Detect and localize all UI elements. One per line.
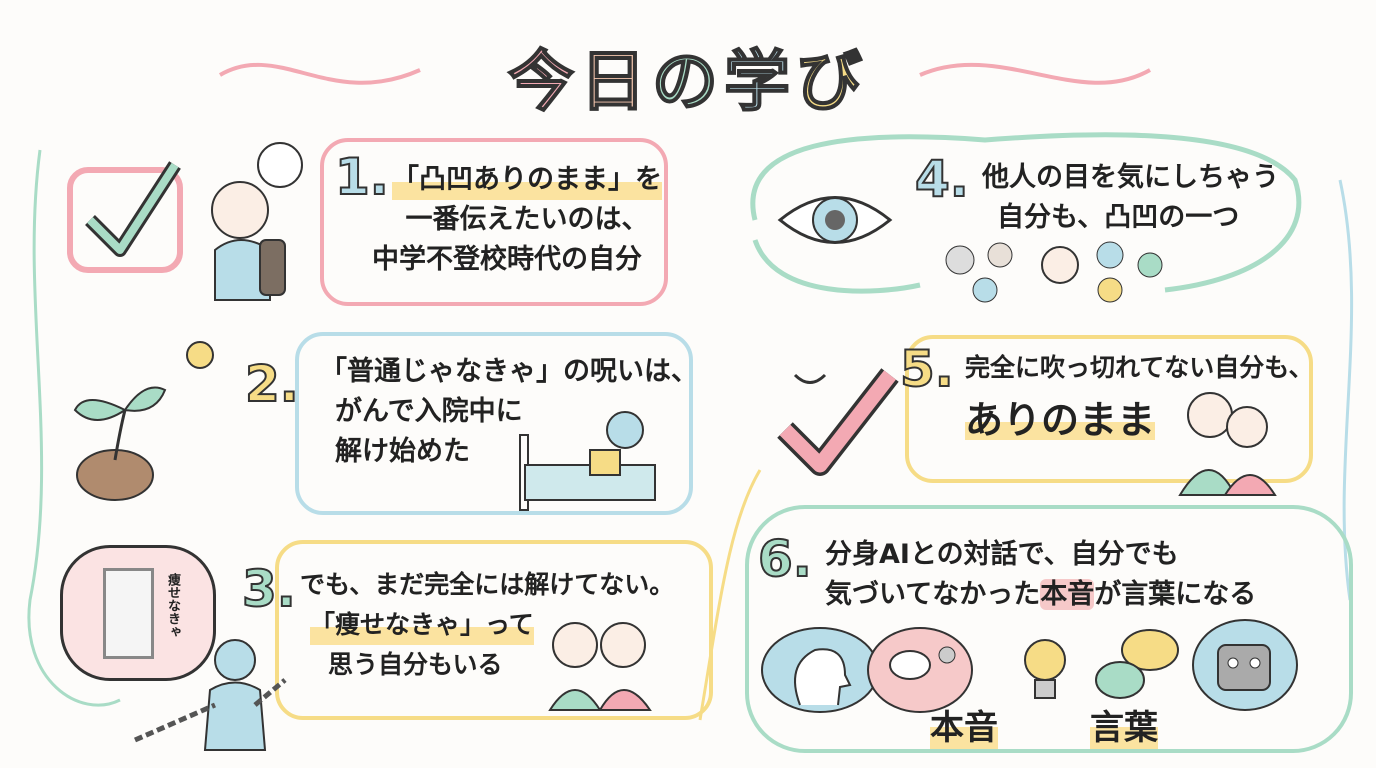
item-3-line: でも、まだ完全には解けてない。 xyxy=(300,570,675,599)
item-3-line: 「痩せなきゃ」って xyxy=(310,605,534,645)
item-6-line: 分身AIとの対話で、自分でも xyxy=(825,539,1179,570)
item-6-line: 気づいてなかった本音が言葉になる xyxy=(825,575,1256,615)
title-char: び xyxy=(795,42,868,121)
item-3-box xyxy=(275,540,713,720)
item-1-number: 1. xyxy=(334,147,390,207)
item-5-highlight: ありのまま xyxy=(965,398,1156,442)
page-title: 今日の学び xyxy=(0,28,1376,124)
item-1-box xyxy=(320,138,668,306)
item-2-number: 2. xyxy=(244,354,300,414)
hugging-couple-illustration xyxy=(1178,392,1277,496)
title-char: 学 xyxy=(723,42,796,121)
item-4-text: 他人の目を気にしちゃう 自分も、凸凹の一つ xyxy=(982,158,1279,238)
thinking-gears-bubble-icon xyxy=(867,627,973,713)
cycle-arrows xyxy=(750,132,1302,294)
title-char: 今 xyxy=(507,42,580,121)
item-5-line: 完全に吹っ切れてない自分も、 xyxy=(965,353,1314,382)
item-2-line: がんで入院中に xyxy=(335,396,523,427)
item-2-line: 「普通じゃなきゃ」の呪いは、 xyxy=(320,356,698,387)
label-kotoba: 言葉 xyxy=(1090,700,1158,749)
mirror-thought-cloud: 痩せなきゃ xyxy=(60,545,216,681)
item-3-number: 3. xyxy=(241,559,297,619)
mirror-text: 痩せなきゃ xyxy=(165,573,180,638)
item-1-text: 「凸凹ありのまま」を 一番伝えたいのは、 中学不登校時代の自分 xyxy=(372,160,662,280)
item-6-line-part: が言葉になる xyxy=(1094,579,1257,610)
item-1-line: 一番伝えたいのは、 xyxy=(405,204,649,235)
smiley-checkmark-icon xyxy=(777,368,899,476)
chat-bubbles-icon xyxy=(1095,629,1179,699)
item-2-box xyxy=(295,332,693,515)
sprout-illustration xyxy=(73,341,214,501)
item-1-line: 「凸凹ありのまま」を xyxy=(392,160,662,200)
worried-person-with-bubbles xyxy=(945,241,1163,303)
item-4-line: 他人の目を気にしちゃう xyxy=(982,162,1279,193)
item-6-highlight: 本音 xyxy=(1040,579,1095,610)
mirror xyxy=(103,568,154,659)
item-5-text: 完全に吹っ切れてない自分も、 ありのまま xyxy=(965,348,1314,445)
item-2-line: 解け始めた xyxy=(335,436,470,467)
item-4-line: 自分も、凸凹の一つ xyxy=(997,202,1240,233)
lightbulb-icon xyxy=(1024,639,1066,699)
label-honne: 本音 xyxy=(930,700,998,749)
couple-illustration xyxy=(548,622,652,711)
robot-bubble-icon xyxy=(1192,619,1298,711)
item-6-box xyxy=(745,505,1353,753)
item-6-text: 分身AIとの対話で、自分でも 気づいてなかった本音が言葉になる xyxy=(825,535,1256,615)
item-3-line: 思う自分もいる xyxy=(328,650,503,679)
speaking-head-bubble-icon xyxy=(761,627,879,713)
checkmark-icon xyxy=(67,161,183,273)
item-5-number: 5. xyxy=(899,339,955,399)
chained-figure-illustration xyxy=(133,639,287,751)
item-3-text: でも、まだ完全には解けてない。 「痩せなきゃ」って 思う自分もいる xyxy=(300,565,674,685)
item-6-line-part: 気づいてなかった xyxy=(825,579,1041,610)
item-4-number: 4. xyxy=(914,149,970,209)
item-6-number: 6. xyxy=(757,529,813,589)
student-illustration xyxy=(211,142,303,301)
hospital-bed-reading-illustration xyxy=(519,411,656,511)
item-1-line: 中学不登校時代の自分 xyxy=(372,244,642,275)
title-char: の xyxy=(651,42,724,121)
eye-icon xyxy=(777,196,893,244)
item-2-text: 「普通じゃなきゃ」の呪いは、 がんで入院中に 解け始めた xyxy=(320,352,698,472)
title-char: 日 xyxy=(579,42,652,121)
item-5-box xyxy=(905,335,1313,483)
